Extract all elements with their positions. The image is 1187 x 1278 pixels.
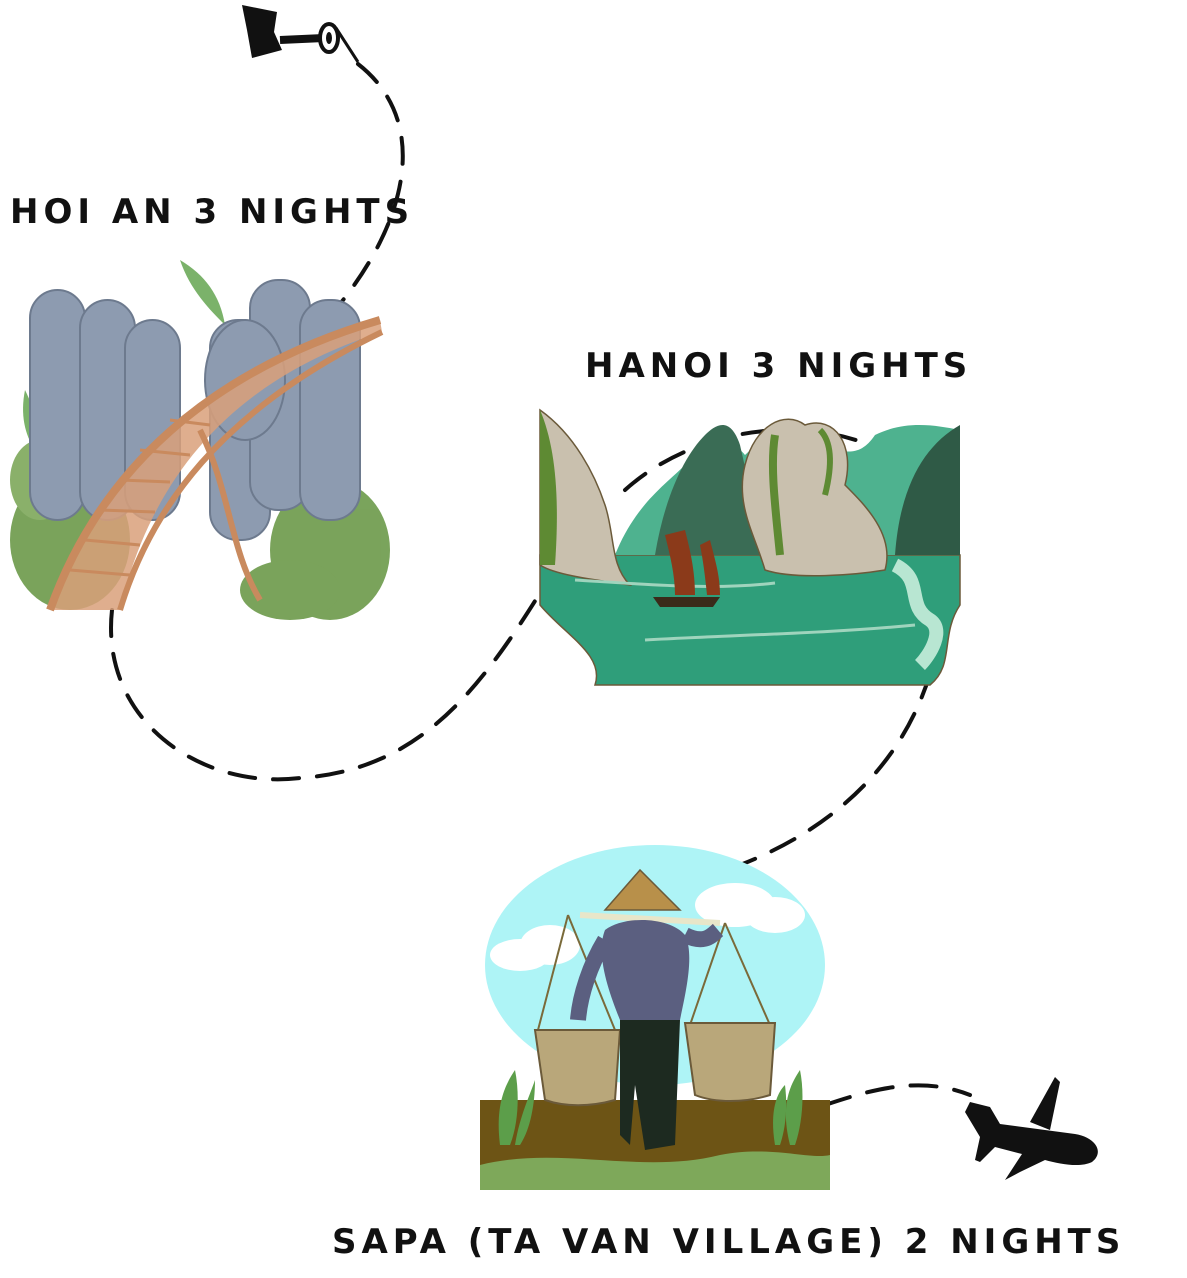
route-segment-start [333,62,405,312]
route-segment-hoian-hanoi [109,583,547,782]
farmer-carrying-baskets-illustration [480,845,830,1190]
flag-marker-icon [242,5,360,63]
airplane-icon [965,1077,1098,1180]
stop-label-hanoi: HANOI 3 NIGHTS [585,346,973,386]
stop-label-sapa: SAPA (TA VAN VILLAGE) 2 NIGHTS [332,1222,1126,1262]
golden-bridge-hands-illustration [10,260,390,620]
stop-label-hoian: HOI AN 3 NIGHTS [10,192,415,232]
route-segment-sapa-plane [823,1083,972,1107]
halong-bay-junk-boat-illustration [539,408,961,686]
